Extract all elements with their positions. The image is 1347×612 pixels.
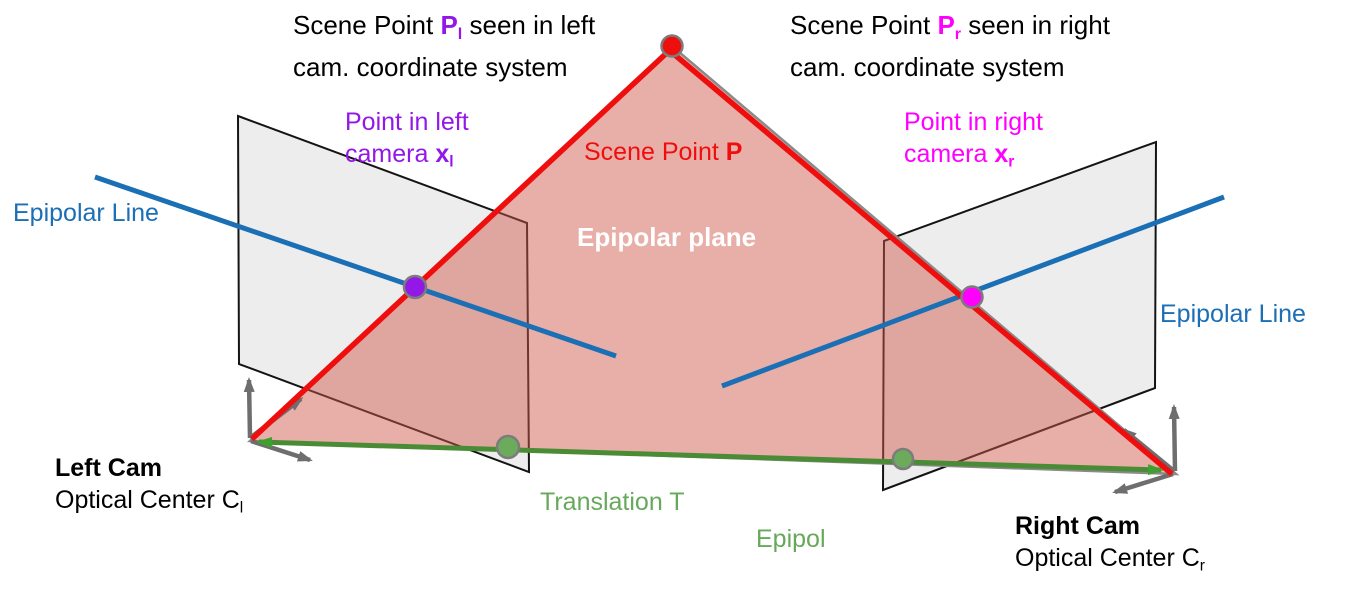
right-cam-axis-up-arrow xyxy=(1168,404,1180,472)
left-cam-line2: Optical Center C xyxy=(55,486,240,514)
left-cam-label: Left Cam Optical Center Cl xyxy=(55,452,243,525)
point-in-left-camera-label: Point in left camera xl xyxy=(345,106,469,179)
caption-scene-point-right: Scene Point Pr seen in right cam. coordi… xyxy=(790,9,1110,84)
scene-point-var: P xyxy=(725,138,743,166)
epipolar-line-left xyxy=(94,174,617,359)
point-left-line1: Point in left xyxy=(345,108,469,136)
left-projection-ray xyxy=(250,45,674,442)
point-left-var: x xyxy=(435,140,450,168)
point-right-line1: Point in right xyxy=(904,108,1043,136)
left-image-point-dot xyxy=(402,274,428,300)
right-cam-subscript: r xyxy=(1199,557,1205,575)
point-in-right-camera-label: Point in right camera xr xyxy=(904,106,1043,179)
caption-left-var: P xyxy=(440,10,458,40)
point-right-var: x xyxy=(994,140,1009,168)
point-left-line2: camera xyxy=(345,140,436,168)
caption-scene-point-left: Scene Point Pl seen in left cam. coordin… xyxy=(293,9,595,84)
caption-right-subscript: r xyxy=(954,24,962,43)
scene-point-dot xyxy=(660,34,684,58)
epipolar-line-right-label: Epipolar Line xyxy=(1160,300,1306,328)
translation-label: Translation T xyxy=(540,488,685,516)
epipolar-plane-label: Epipolar plane xyxy=(577,222,757,252)
caption-right-text1: Scene Point xyxy=(790,10,938,40)
point-left-subscript: l xyxy=(449,153,454,171)
point-right-subscript: r xyxy=(1008,153,1015,171)
right-image-point-dot xyxy=(960,285,984,309)
epipol-label: Epipol xyxy=(756,525,826,553)
right-projection-ray xyxy=(667,47,1174,477)
caption-left-subscript: l xyxy=(457,24,463,43)
caption-left-text2: seen in left xyxy=(462,10,596,40)
caption-right-line2: cam. coordinate system xyxy=(790,51,1065,82)
scene-point-text: Scene Point xyxy=(584,138,726,166)
scene-point-label: Scene Point P xyxy=(584,136,742,168)
epipolar-line-left-label: Epipolar Line xyxy=(13,199,159,227)
right-cam-line1: Right Cam xyxy=(1015,512,1140,540)
right-cam-axis-left-arrow xyxy=(1112,471,1174,495)
left-cam-subscript: l xyxy=(239,499,244,517)
caption-right-var: P xyxy=(937,10,955,40)
left-cam-axis-up-arrow xyxy=(243,377,255,439)
caption-left-line2: cam. coordinate system xyxy=(293,51,568,82)
left-cam-line1: Left Cam xyxy=(55,454,162,482)
right-cam-label: Right Cam Optical Center Cr xyxy=(1015,510,1205,583)
translation-baseline xyxy=(256,436,1164,476)
caption-left-text1: Scene Point xyxy=(293,10,441,40)
right-cam-line2: Optical Center C xyxy=(1015,544,1200,572)
point-right-line2: camera xyxy=(904,140,995,168)
caption-right-text2: seen in right xyxy=(961,10,1110,40)
right-epipole-dot xyxy=(891,447,915,471)
left-epipole-dot xyxy=(495,434,521,460)
